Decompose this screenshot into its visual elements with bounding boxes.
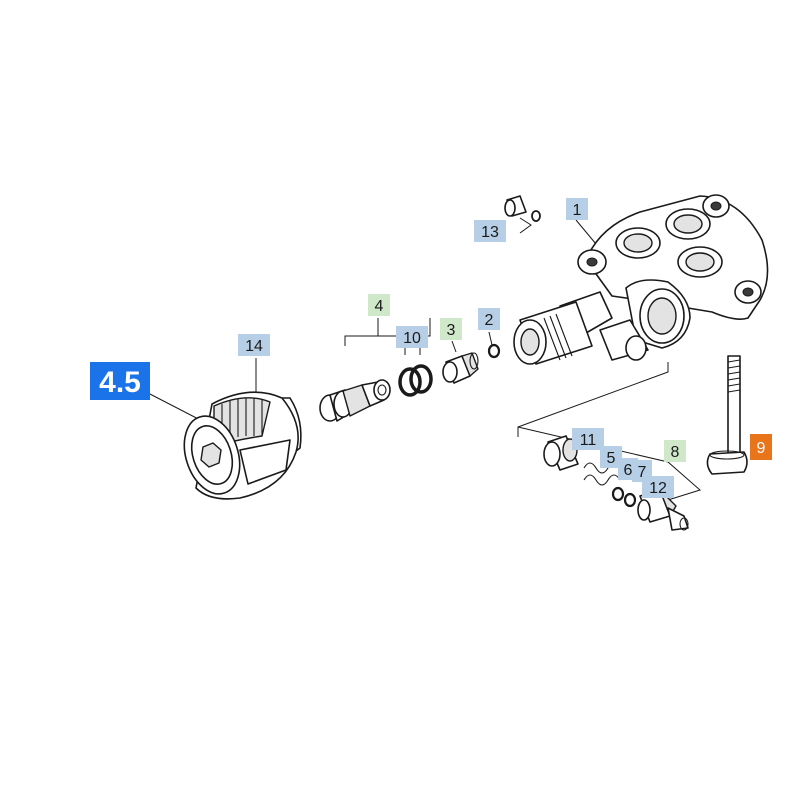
svg-text:14: 14 bbox=[245, 338, 263, 355]
callout-11: 11 bbox=[572, 428, 604, 450]
svg-text:9: 9 bbox=[757, 440, 766, 457]
callout-1: 1 bbox=[566, 198, 588, 220]
svg-text:2: 2 bbox=[485, 312, 494, 329]
part-7-o-ring bbox=[623, 492, 637, 508]
part-4-valve-insert bbox=[319, 379, 391, 422]
svg-text:3: 3 bbox=[447, 322, 456, 339]
svg-text:13: 13 bbox=[481, 224, 499, 241]
part-2-small-o-ring bbox=[487, 343, 501, 359]
svg-text:11: 11 bbox=[580, 432, 597, 449]
part-10-o-rings bbox=[398, 364, 433, 397]
svg-text:10: 10 bbox=[403, 330, 421, 347]
svg-text:12: 12 bbox=[649, 480, 667, 497]
part-14-nozzle-cap bbox=[183, 391, 302, 500]
callout-13: 13 bbox=[474, 220, 506, 242]
part-1-pump-head bbox=[513, 194, 769, 365]
callout-5: 5 bbox=[600, 446, 622, 468]
callout-4: 4 bbox=[368, 294, 390, 316]
part-13-plug-screw bbox=[504, 195, 541, 222]
callout-4-5: 4.5 bbox=[90, 362, 150, 400]
svg-text:7: 7 bbox=[638, 464, 647, 481]
part-3-valve-piston bbox=[442, 352, 479, 384]
part-9-bolt bbox=[706, 355, 748, 475]
callout-8: 8 bbox=[664, 440, 686, 462]
svg-text:4: 4 bbox=[375, 298, 384, 315]
svg-text:4.5: 4.5 bbox=[99, 366, 141, 399]
callout-9: 9 bbox=[750, 434, 772, 460]
callout-2: 2 bbox=[478, 308, 500, 330]
part-6-ball bbox=[611, 486, 625, 502]
svg-text:8: 8 bbox=[671, 444, 680, 461]
svg-text:6: 6 bbox=[624, 462, 633, 479]
svg-text:5: 5 bbox=[607, 450, 616, 467]
callout-14: 14 bbox=[238, 334, 270, 356]
callout-3: 3 bbox=[440, 318, 462, 340]
svg-text:1: 1 bbox=[573, 202, 582, 219]
callout-12: 12 bbox=[642, 476, 674, 498]
callout-10: 10 bbox=[396, 326, 428, 348]
